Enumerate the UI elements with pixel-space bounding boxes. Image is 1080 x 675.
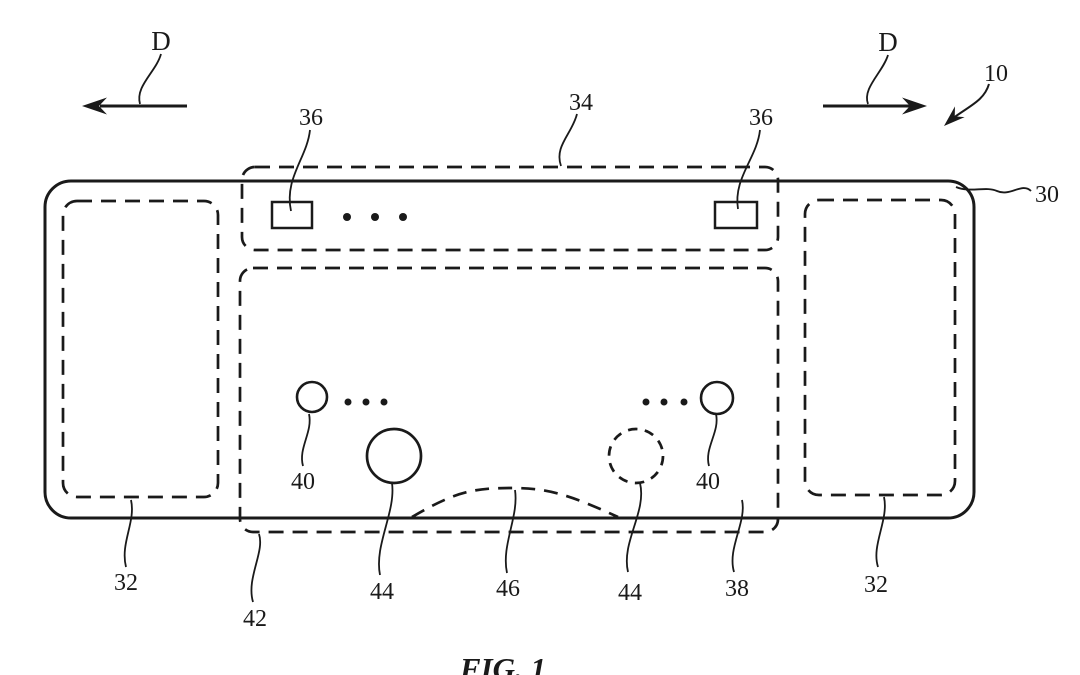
side-region-left-outline bbox=[63, 201, 218, 497]
leader-line-d-left bbox=[139, 54, 161, 104]
upper-strip-outline bbox=[242, 167, 778, 250]
label-side-32-right: 32 bbox=[864, 572, 888, 598]
direction-arrow-right bbox=[823, 55, 927, 115]
leader-lines bbox=[125, 114, 1031, 602]
label-circle-44-right: 44 bbox=[618, 580, 642, 606]
leader-line-44-right bbox=[627, 483, 641, 572]
label-component-36-left: 36 bbox=[299, 105, 323, 131]
direction-arrow-left bbox=[82, 54, 187, 115]
label-direction-left: D bbox=[151, 26, 171, 56]
label-housing-30: 30 bbox=[1035, 182, 1059, 208]
label-outer-region-42: 42 bbox=[243, 606, 267, 632]
figure-caption: FIG. 1 bbox=[459, 651, 546, 675]
leader-line-d-right bbox=[867, 55, 888, 104]
leader-line-34 bbox=[559, 114, 577, 166]
leader-line-44-left bbox=[379, 483, 393, 575]
keys-ellipsis-dots-right bbox=[643, 399, 688, 406]
side-region-right-outline bbox=[805, 200, 955, 495]
leader-line-38 bbox=[732, 500, 742, 572]
label-upper-strip-34: 34 bbox=[569, 90, 593, 116]
leader-line-32-left bbox=[125, 500, 132, 567]
leader-line-36-right bbox=[737, 130, 760, 209]
label-inner-region-38: 38 bbox=[725, 576, 749, 602]
label-key-40-right: 40 bbox=[696, 469, 720, 495]
leader-line-32-right bbox=[876, 497, 885, 567]
upper-strip-ellipsis-dots bbox=[343, 213, 407, 221]
label-circle-44-left: 44 bbox=[370, 579, 394, 605]
key-circle-left bbox=[297, 382, 327, 412]
large-circle-dashed bbox=[609, 429, 663, 483]
key-circle-right bbox=[701, 382, 733, 414]
keys-ellipsis-dots-left bbox=[345, 399, 388, 406]
upper-component-rect-right bbox=[715, 202, 757, 228]
housing-outline bbox=[45, 181, 974, 518]
label-component-36-right: 36 bbox=[749, 105, 773, 131]
label-bump-46: 46 bbox=[496, 576, 520, 602]
device-pointer-arrow bbox=[939, 84, 989, 131]
leader-line-40-left bbox=[302, 414, 310, 466]
leader-line-40-right bbox=[708, 414, 717, 466]
leader-line-36-left bbox=[290, 130, 310, 211]
large-circle-solid bbox=[367, 429, 421, 483]
leader-line-42 bbox=[251, 534, 260, 602]
label-direction-right: D bbox=[878, 27, 898, 57]
label-key-40-left: 40 bbox=[291, 469, 315, 495]
label-side-32-left: 32 bbox=[114, 570, 138, 596]
label-device-10: 10 bbox=[984, 61, 1008, 87]
upper-component-rect-left bbox=[272, 202, 312, 228]
